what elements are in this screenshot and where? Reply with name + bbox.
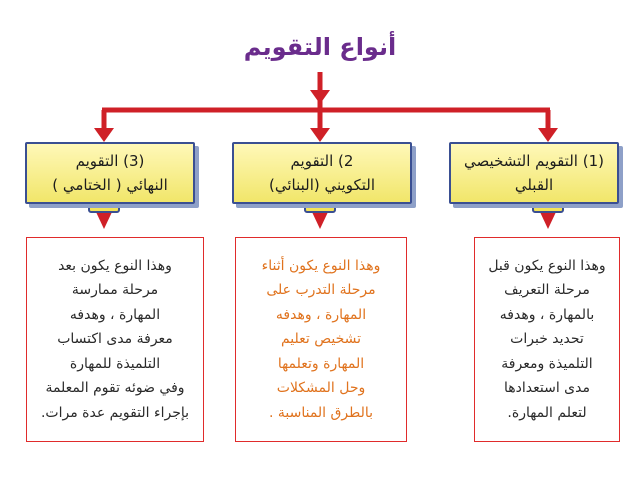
desc-line: تشخيص تعليم [280,331,362,348]
desc-box-diagnostic: وهذا النوع يكون قبل مرحلة التعريف بالمها… [474,237,620,442]
arrowhead-main [310,90,330,104]
desc-box-summative: وهذا النوع يكون بعد مرحلة ممارسة المهارة… [26,237,204,442]
type-box-diagnostic: (1) التقويم التشخيصي القبلي [449,142,619,204]
desc-line: وحل المشكلات [276,380,366,397]
desc-line: معرفة مدى اكتساب [57,331,173,348]
desc-box-formative: وهذا النوع يكون أثناء مرحلة التدرب على ا… [235,237,407,442]
type-subtitle-diagnostic: القبلي [514,176,554,194]
desc-line: تحديد خبرات [510,331,584,348]
type-title-summative: (3) التقويم [75,152,145,170]
arrowhead-middle [310,128,330,142]
type-box-formative: 2) التقويم التكويني (البنائي) [232,142,412,204]
type-subtitle-summative: النهائي ( الختامي ) [52,176,168,194]
desc-line: وهذا النوع يكون أثناء [261,257,381,274]
desc-line: لتعلم المهارة. [507,404,587,421]
desc-line: التلميذة ومعرفة [501,355,593,372]
desc-line: المهارة وتعلمها [277,355,365,372]
desc-line: مرحلة التعريف [504,282,590,299]
type-title-diagnostic: (1) التقويم التشخيصي [464,152,604,170]
type-title-formative: 2) التقويم [290,152,354,170]
down-arrow-right [540,212,556,229]
arrowhead-right [538,128,558,142]
desc-line: بإجراء التقويم عدة مرات. [40,404,190,421]
diagram-title: أنواع التقويم [243,33,397,61]
desc-line: مدى استعدادها [504,380,590,397]
down-arrow-left [96,212,112,229]
desc-line: التلميذة للمهارة [69,355,161,372]
type-subtitle-formative: التكويني (البنائي) [269,176,376,194]
desc-line: وهذا النوع يكون بعد [58,257,172,274]
arrowhead-left [94,128,114,142]
desc-line: وفي ضوئه تقوم المعلمة [45,380,185,397]
desc-line: مرحلة التدرب على [266,282,376,299]
down-arrow-middle [312,212,328,229]
desc-line: مرحلة ممارسة [71,282,159,299]
desc-line: وهذا النوع يكون قبل [488,257,606,274]
desc-line: بالمهارة ، وهدفه [499,306,595,323]
desc-line: المهارة ، وهدفه [275,306,367,323]
desc-line: المهارة ، وهدفه [69,306,161,323]
type-box-summative: (3) التقويم النهائي ( الختامي ) [25,142,195,204]
desc-line: بالطرق المناسبة . [268,404,374,421]
